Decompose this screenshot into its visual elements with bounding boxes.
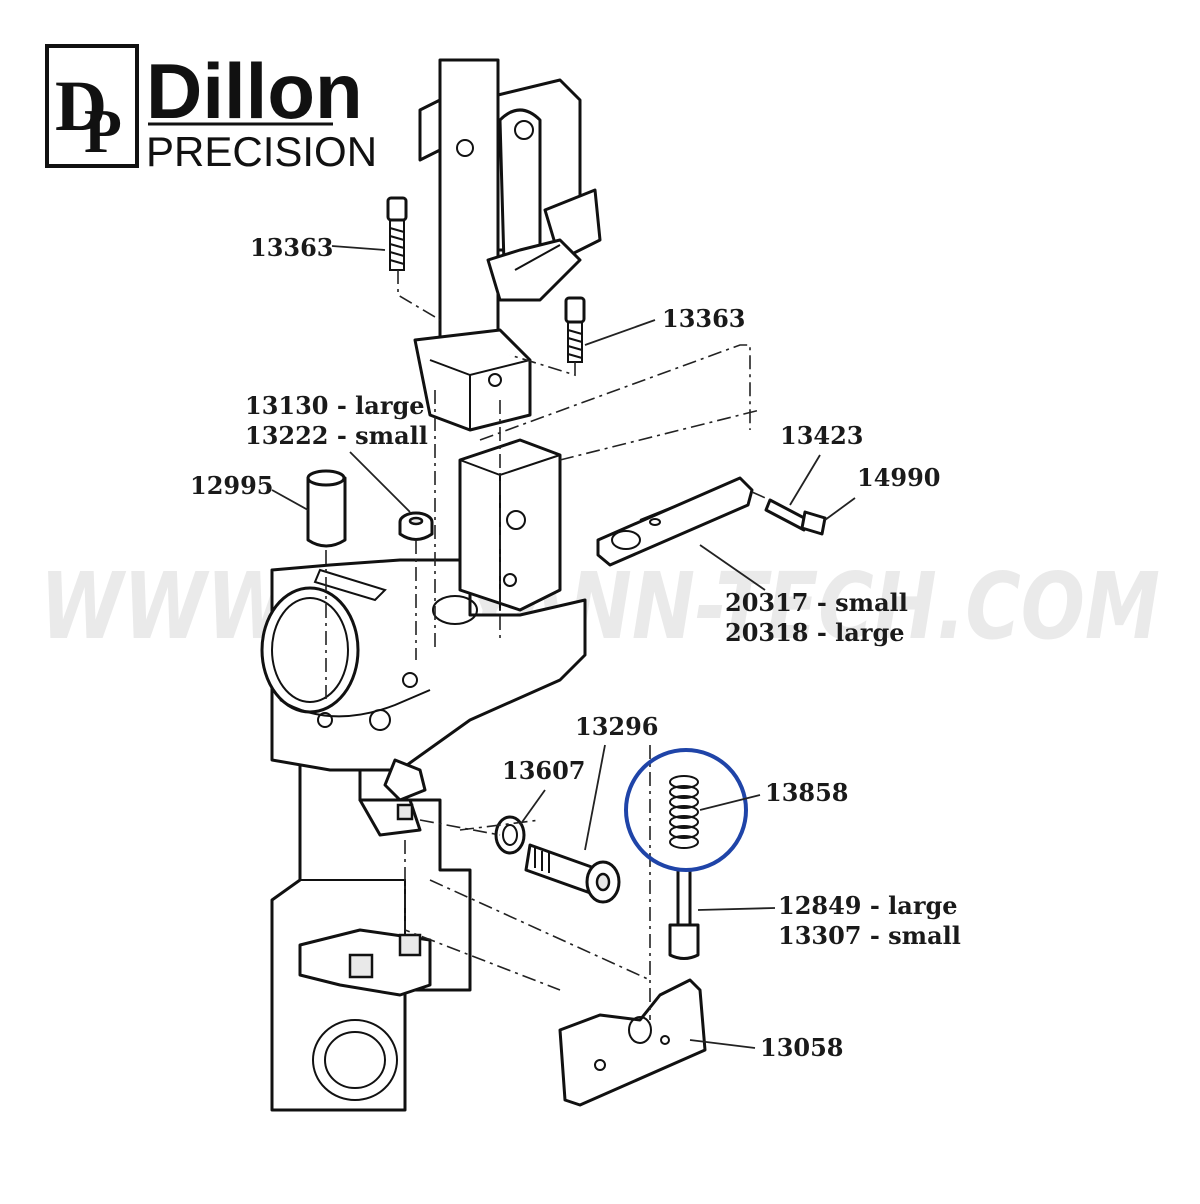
label-13130-large: 13130 - large	[245, 391, 425, 420]
label-14990: 14990	[857, 463, 941, 492]
logo-monogram-box	[45, 44, 139, 168]
highlight-circle	[624, 748, 748, 872]
label-13307-small: 13307 - small	[778, 921, 961, 950]
logo-monogram-d: D	[55, 66, 107, 146]
leader-lines	[271, 245, 856, 1049]
pin-12995	[306, 469, 347, 548]
ram-column	[413, 58, 602, 432]
label-12995: 12995	[190, 471, 274, 500]
label-13858: 13858	[765, 778, 849, 807]
label-13222-small: 13222 - small	[245, 421, 428, 450]
screw-13363-right	[564, 296, 586, 363]
lever-20317	[596, 476, 754, 567]
part-labels: 13363 13363 13130 - large 13222 - small …	[190, 233, 961, 1062]
spring-13858	[669, 775, 699, 849]
button-13130	[398, 511, 434, 541]
label-13363-upper: 13363	[250, 233, 334, 262]
logo-monogram-p: P	[84, 98, 122, 166]
toolhead-block	[432, 438, 562, 625]
logo-wordmark: Dillon	[146, 47, 363, 135]
label-13423: 13423	[780, 421, 864, 450]
label-12849-large: 12849 - large	[778, 891, 958, 920]
label-13363-lower: 13363	[662, 304, 746, 333]
washer-13607	[494, 815, 526, 855]
label-20318-large: 20318 - large	[725, 618, 905, 647]
watermark-text: WWW.ELEYANN-TECH.COM	[40, 553, 1160, 660]
dillon-precision-logo: D P Dillon PRECISION	[45, 44, 377, 175]
plunger-12849	[668, 868, 700, 960]
shell-plate-platform	[260, 558, 587, 837]
label-13296: 13296	[575, 712, 659, 741]
label-13607: 13607	[502, 756, 586, 785]
logo-subtitle: PRECISION	[146, 128, 377, 175]
screw-13423	[764, 498, 827, 536]
bracket-13058	[558, 978, 707, 1107]
label-20317-small: 20317 - small	[725, 588, 908, 617]
assembly-lines	[325, 270, 771, 1020]
label-13058: 13058	[760, 1033, 844, 1062]
bolt-13296	[524, 843, 621, 904]
screw-13363-left	[386, 196, 408, 271]
